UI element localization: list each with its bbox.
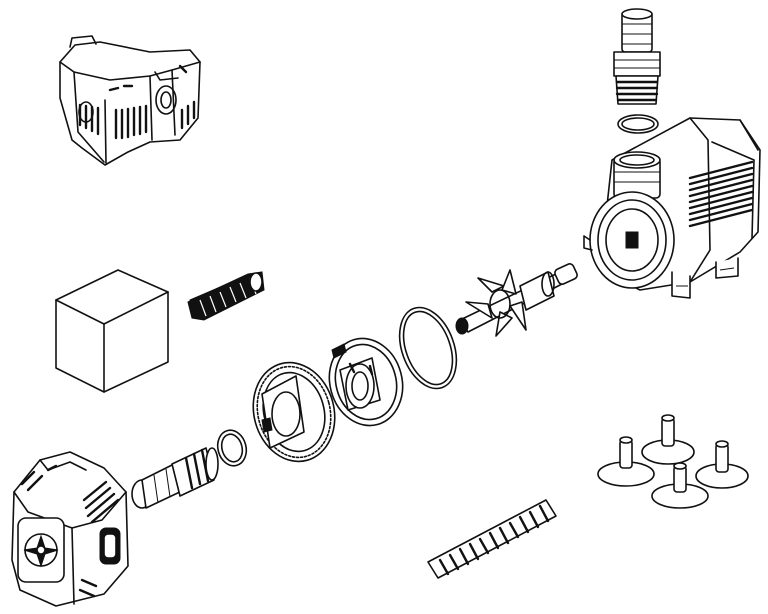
threaded-connector [187, 271, 265, 321]
large-o-ring [398, 306, 458, 390]
pump-motor-housing [583, 117, 761, 299]
intake-cage [11, 451, 129, 607]
impeller-cover [328, 337, 404, 427]
suction-cup-feet [597, 414, 749, 509]
bayonet-locking-ring [252, 361, 336, 463]
o-ring-small [617, 114, 659, 134]
filter-sponge [55, 269, 169, 393]
suction-cup [641, 414, 695, 465]
mounting-bracket [59, 35, 201, 166]
suction-cup [651, 462, 709, 509]
flexible-hose [427, 499, 557, 579]
outlet-hose-adapter [613, 8, 661, 105]
inlet-hose-adapter [131, 447, 219, 509]
suction-cup [695, 440, 749, 489]
suction-cup [597, 436, 655, 487]
medium-o-ring [216, 429, 248, 467]
impeller [455, 263, 578, 337]
